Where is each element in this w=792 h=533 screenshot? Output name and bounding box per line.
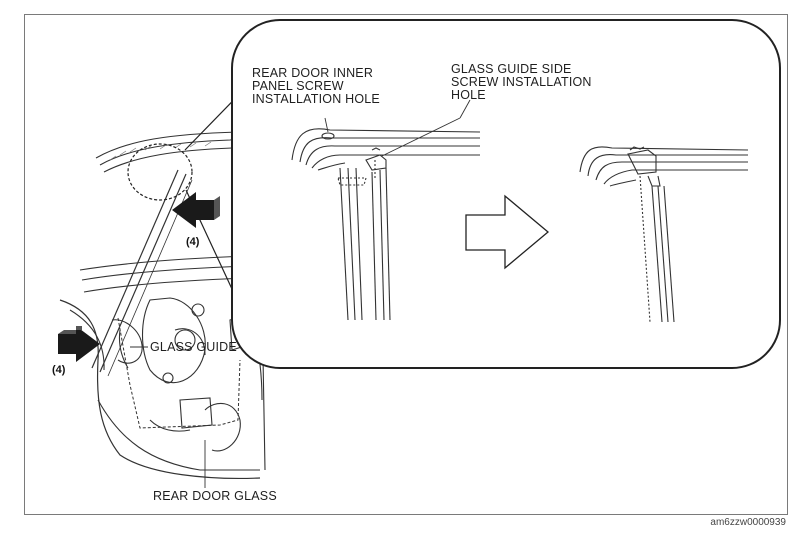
diagram-border: [24, 14, 788, 515]
label-glass-guide: GLASS GUIDE: [150, 340, 237, 354]
label-line: REAR DOOR INNER: [252, 66, 374, 80]
image-code: am6zzw0000939: [710, 517, 786, 528]
label-line: PANEL SCREW: [252, 79, 344, 93]
label-rear-door-glass: REAR DOOR GLASS: [153, 489, 277, 503]
push-arrow-lower: [58, 326, 100, 362]
label-line: GLASS GUIDE SIDE: [451, 62, 572, 76]
detail-after-illustration: [579, 146, 749, 323]
magnify-circle: [127, 143, 193, 201]
label-inner-panel-screw-hole: REAR DOOR INNER PANEL SCREW INSTALLATION…: [252, 67, 380, 106]
step-marker-upper: (4): [186, 236, 200, 248]
label-line: INSTALLATION HOLE: [252, 92, 380, 106]
label-line: SCREW INSTALLATION: [451, 75, 592, 89]
push-arrow-upper: [172, 192, 220, 228]
detail-before-illustration: [291, 99, 481, 321]
label-line: HOLE: [451, 88, 486, 102]
transition-arrow: [465, 194, 550, 270]
label-guide-side-screw-hole: GLASS GUIDE SIDE SCREW INSTALLATION HOLE: [451, 63, 592, 102]
step-marker-lower: (4): [52, 364, 66, 376]
detail-panel: [231, 19, 781, 369]
